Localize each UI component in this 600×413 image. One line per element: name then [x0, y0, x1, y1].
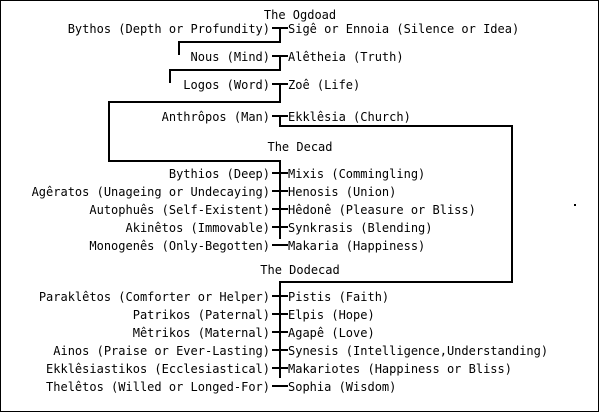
aeon-right-zoe: Zoê (Life): [288, 78, 361, 92]
aeon-right-ekklesia: Ekklêsia (Church): [288, 110, 411, 124]
connector-v-ogdoad-4: [279, 115, 281, 127]
aeon-right-agape: Agapê (Love): [288, 326, 375, 340]
aeon-left-bythios: Bythios (Deep): [168, 167, 270, 181]
aeon-left-autophues: Autophuês (Self-Existent): [89, 203, 270, 217]
connector-h-decad-2: [272, 190, 288, 192]
aeon-left-ainos: Ainos (Praise or Ever-Lasting): [53, 344, 270, 358]
connector-v-decad-descent: [108, 115, 110, 162]
connector-h-dodecad-4: [272, 349, 288, 351]
connector-h-dodecad-6: [272, 385, 288, 387]
aeon-right-synkrasis: Synkrasis (Blending): [288, 221, 433, 235]
aeon-left-monogenes: Monogenês (Only-Begotten): [89, 239, 270, 253]
connector-h-dodecad-3: [272, 331, 288, 333]
connector-elbow-ogdoad-3: [108, 101, 281, 103]
scan-artifact-dot: [574, 204, 576, 206]
aeon-left-bythos: Bythos (Depth or Profundity): [67, 22, 270, 36]
aeon-right-aletheia: Alêtheia (Truth): [288, 50, 404, 64]
aeon-right-elpis: Elpis (Hope): [288, 308, 375, 322]
aeon-left-metrikos: Mêtrikos (Maternal): [132, 326, 270, 340]
aeon-right-pistis: Pistis (Faith): [288, 290, 390, 304]
connector-v-ogdoad-3: [279, 83, 281, 103]
aeon-left-ekklesiastikos: Ekklêsiastikos (Ecclesiastical): [46, 362, 270, 376]
aeon-left-ageratos: Agêratos (Unageing or Undecaying): [31, 185, 270, 199]
aeon-left-parakletos: Paraklêtos (Comforter or Helper): [38, 290, 270, 304]
section-heading-dodecad: The Dodecad: [260, 263, 340, 277]
connector-h-decad-4: [272, 226, 288, 228]
aeon-right-mixis: Mixis (Commingling): [288, 167, 426, 181]
aeon-right-makaria: Makaria (Happiness): [288, 239, 426, 253]
connector-v-ogdoad-2b: [169, 69, 171, 83]
connector-split-right: [279, 125, 513, 127]
connector-decad-feed: [108, 160, 281, 162]
aeon-left-patrikos: Patrikos (Paternal): [132, 308, 270, 322]
connector-v-ogdoad-2: [279, 55, 281, 71]
connector-dodecad-spine: [279, 281, 281, 378]
connector-h-decad-3: [272, 208, 288, 210]
aeon-right-sophia: Sophia (Wisdom): [288, 380, 397, 394]
section-heading-ogdoad: The Ogdoad: [263, 8, 337, 22]
aeon-right-makariotes: Makariotes (Happiness or Bliss): [288, 362, 512, 376]
aeon-left-theletos: Thelêtos (Willed or Longed-For): [46, 380, 270, 394]
connector-dodecad-feed: [279, 281, 513, 283]
connector-v-ogdoad-1: [279, 27, 281, 43]
aeon-left-nous: Nous (Mind): [190, 50, 270, 64]
connector-v-ogdoad-3b: [108, 101, 110, 115]
connector-h-dodecad-1: [272, 295, 288, 297]
connector-h-dodecad-5: [272, 367, 288, 369]
connector-v-dodecad-descent: [511, 125, 513, 283]
connector-h-decad-1: [272, 172, 288, 174]
aeon-right-henosis: Henosis (Union): [288, 185, 397, 199]
connector-h-decad-5: [272, 244, 288, 246]
aeon-left-anthropos: Anthrôpos (Man): [161, 110, 270, 124]
aeon-right-sige: Sigê or Ennoia (Silence or Idea): [288, 22, 520, 36]
connector-decad-spine: [279, 160, 281, 239]
connector-elbow-ogdoad-2: [169, 69, 281, 71]
aeon-right-hedone: Hêdonê (Pleasure or Bliss): [288, 203, 476, 217]
aeon-left-akinetos: Akinêtos (Immovable): [125, 221, 271, 235]
section-heading-decad: The Decad: [267, 140, 333, 154]
aeon-left-logos: Logos (Word): [183, 78, 270, 92]
connector-elbow-ogdoad-1: [178, 41, 281, 43]
connector-h-dodecad-2: [272, 313, 288, 315]
connector-v-ogdoad-1b: [178, 41, 180, 55]
aeon-right-synesis: Synesis (Intelligence,Understanding): [288, 344, 549, 358]
